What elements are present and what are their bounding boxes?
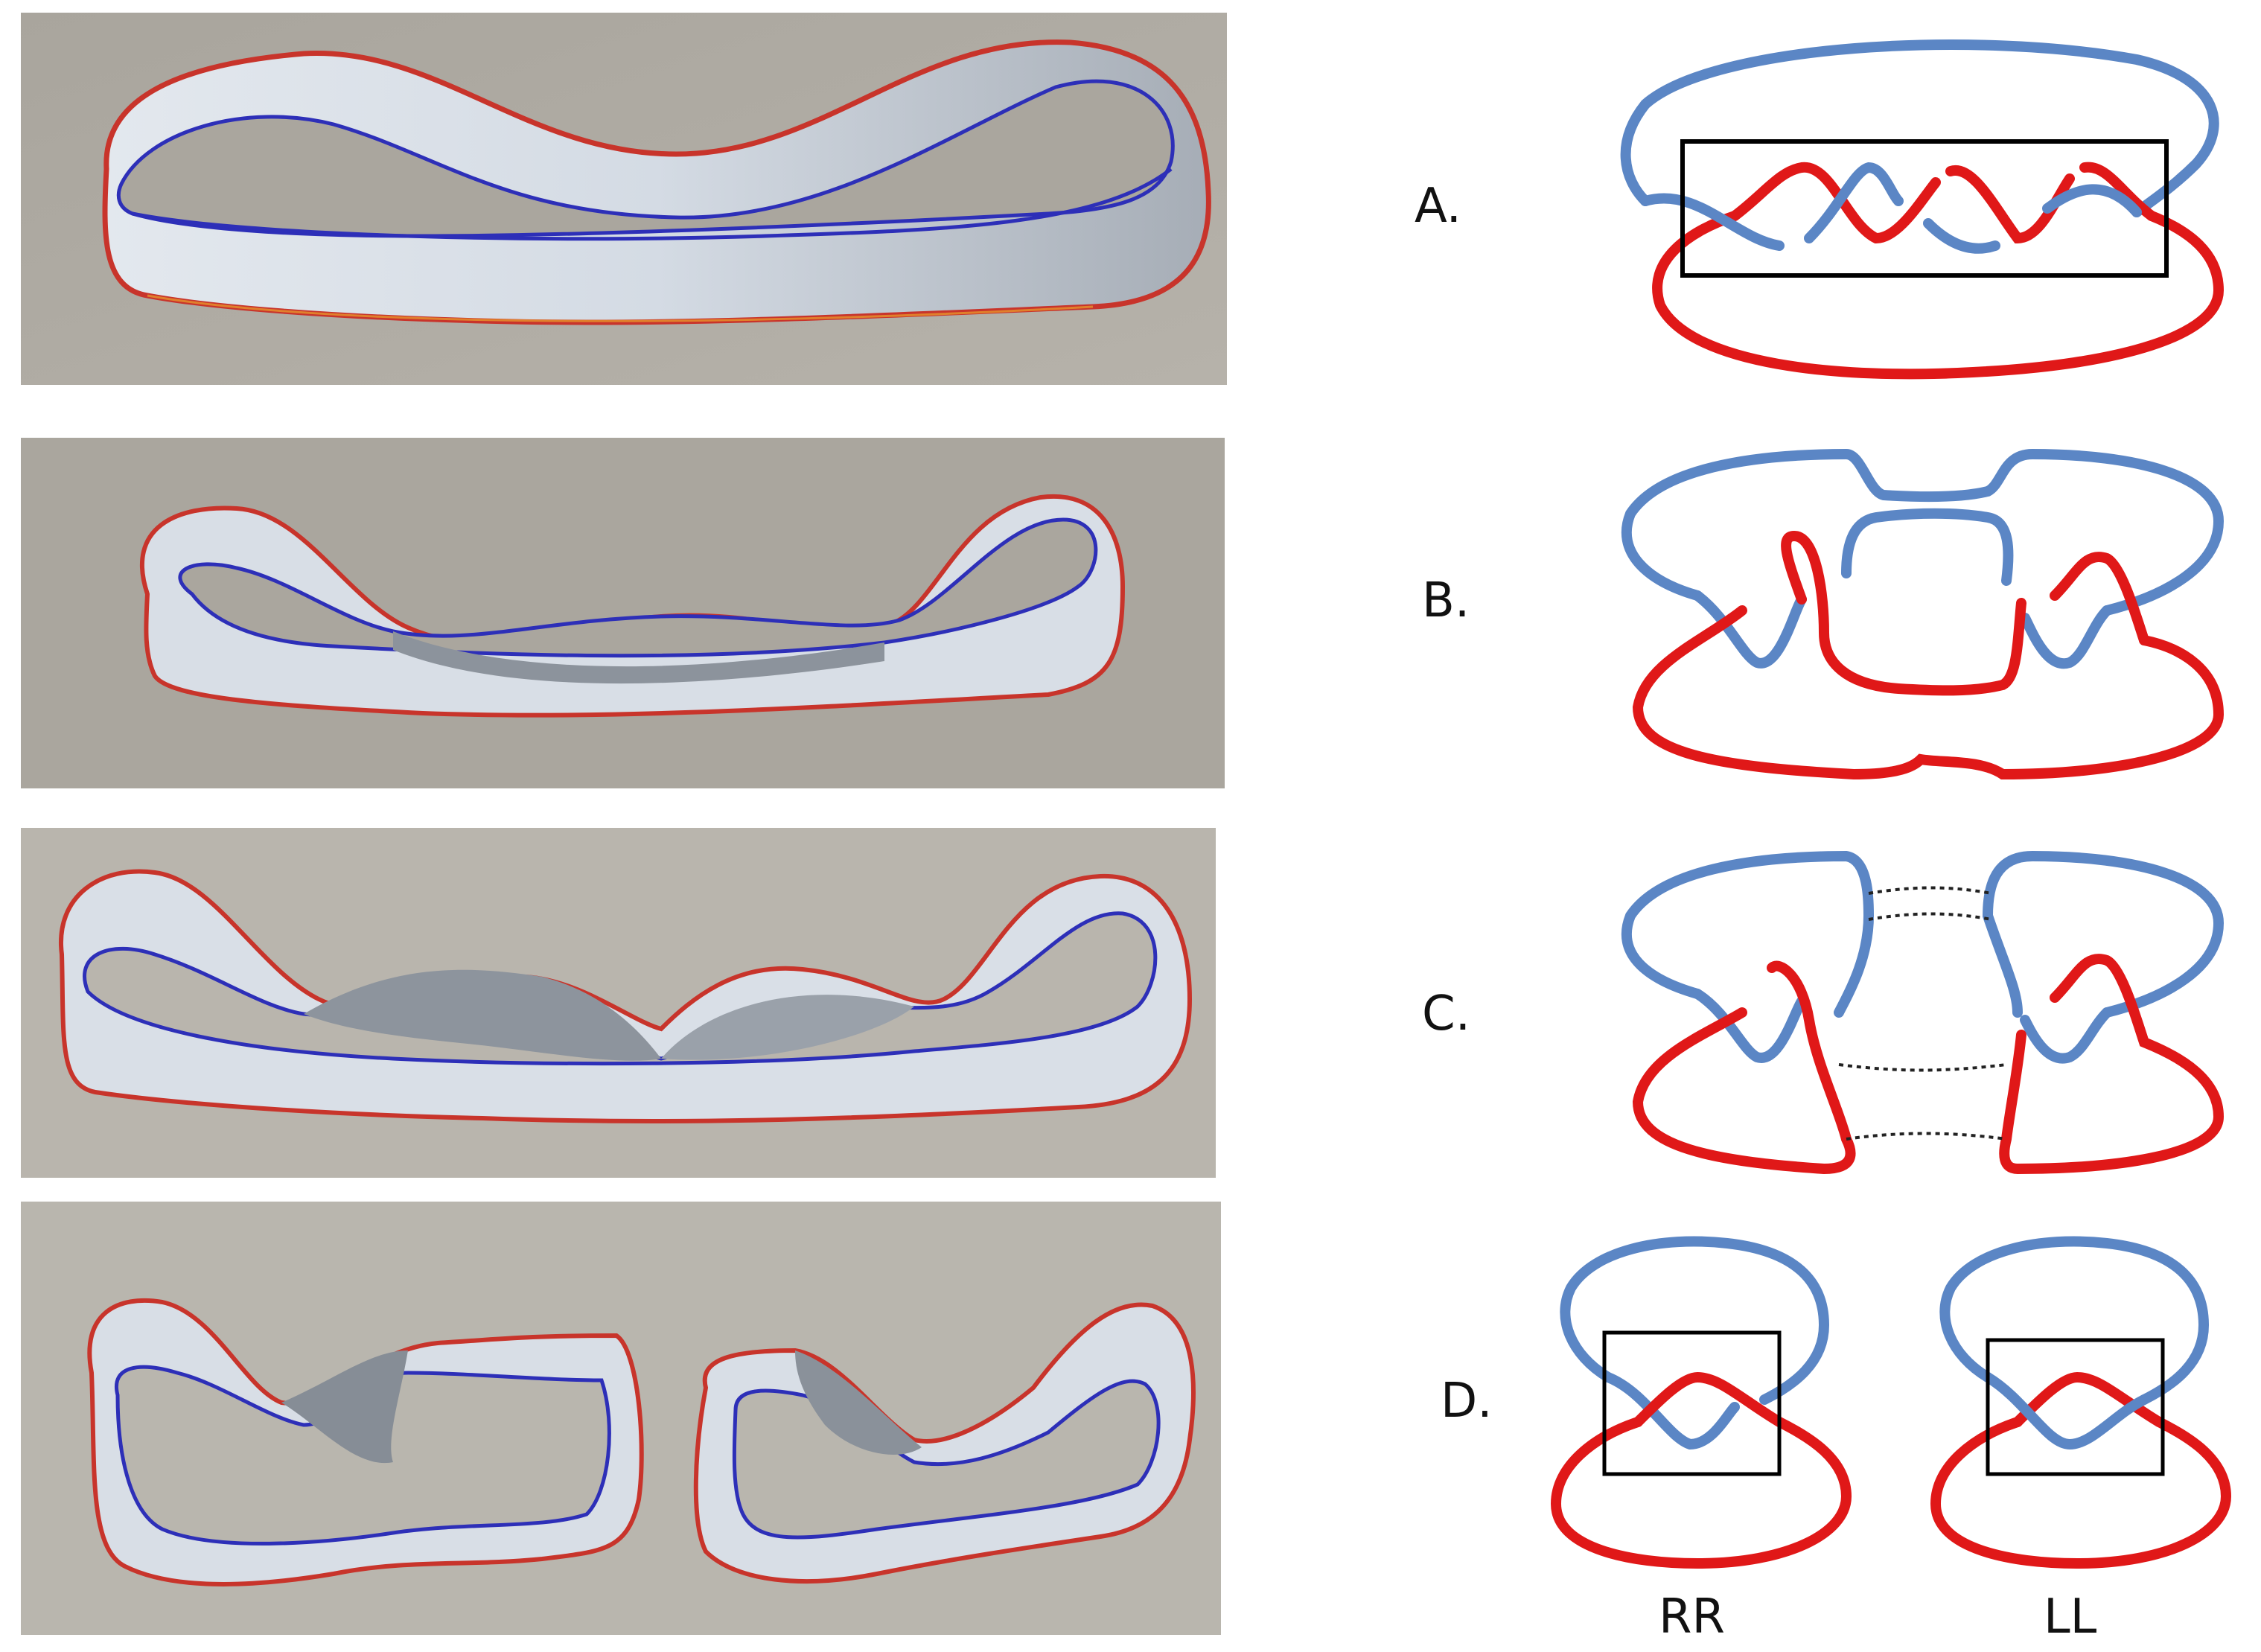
label-rr: RR — [1659, 1589, 1725, 1645]
label-b: B. — [1422, 573, 1470, 628]
label-c: C. — [1422, 986, 1471, 1042]
diagram-c — [1601, 826, 2248, 1191]
ribbon-panel-b — [21, 438, 1225, 788]
diagram-a — [1601, 15, 2248, 395]
label-d: D. — [1441, 1374, 1493, 1429]
highlight-box — [1680, 139, 2169, 278]
ribbon-panel-c — [21, 828, 1216, 1178]
ribbon-panel-d — [21, 1202, 1221, 1635]
diagram-b — [1601, 424, 2248, 797]
diagram-d-ll — [1921, 1221, 2241, 1571]
label-a: A. — [1415, 179, 1461, 234]
diagram-d-rr — [1541, 1221, 1861, 1571]
label-ll: LL — [2044, 1589, 2097, 1645]
ribbon-panel-a — [21, 13, 1227, 385]
